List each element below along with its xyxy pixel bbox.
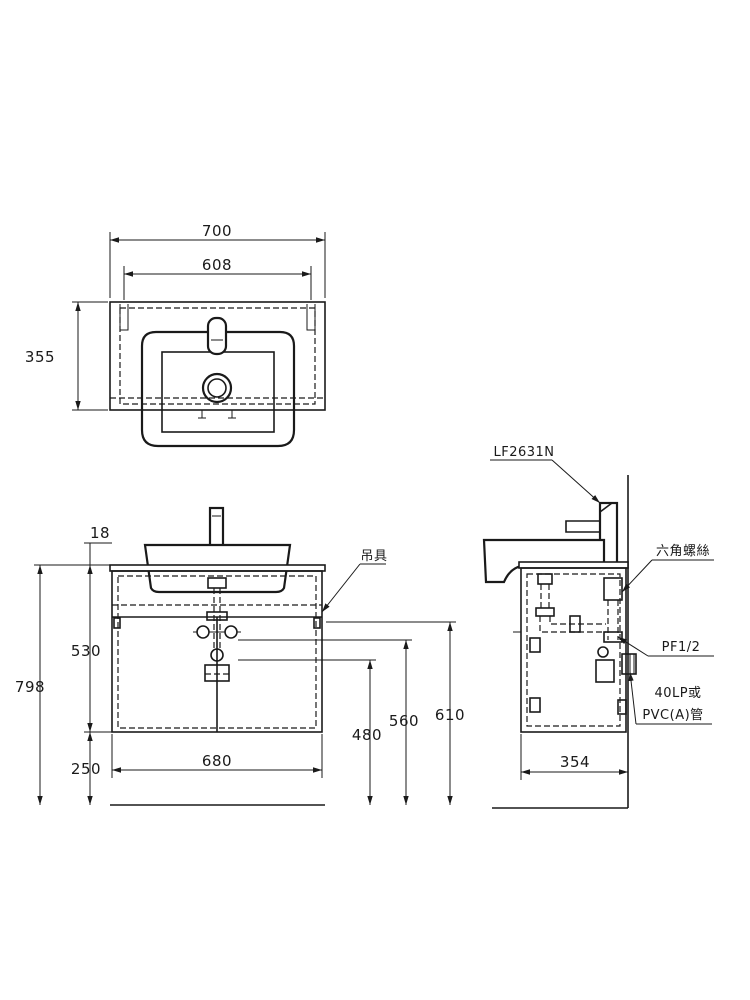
dimension-610: 610 (326, 621, 465, 805)
cabinet-hidden-outline (119, 307, 316, 405)
dimension-530: 530 (71, 565, 112, 733)
dimension-label-798: 798 (15, 678, 45, 696)
top-view: 700 608 355 (25, 222, 326, 448)
counter-front (109, 564, 326, 572)
pipe-thread-callout: PF1/2 (617, 636, 714, 657)
drain-pipe-label-line2: PVC(A)管 (642, 708, 703, 723)
valve-right-icon (224, 625, 238, 639)
basin-bowl (161, 351, 275, 433)
drain-plumbing-side (513, 573, 637, 683)
dimension-label-560: 560 (389, 712, 419, 730)
dimension-label-530: 530 (71, 642, 101, 660)
drain-pipe-label-line1: 40LP或 (654, 686, 701, 701)
faucet-model-label: LF2631N (493, 445, 554, 460)
dimension-label-608: 608 (202, 256, 232, 274)
cabinet-side (520, 567, 627, 733)
dimension-label-610: 610 (435, 706, 465, 724)
dimension-18: 18 (84, 524, 112, 566)
pipe-thread-label: PF1/2 (662, 640, 701, 655)
counter-top-outline (109, 301, 326, 411)
faucet-model-callout: LF2631N (490, 445, 601, 504)
dimension-label-250: 250 (71, 760, 101, 778)
front-view: 18 798 530 250 680 480 (15, 506, 465, 806)
hanger-bracket (313, 617, 321, 629)
drain-inner-icon (207, 378, 227, 398)
dimension-560: 560 (238, 639, 419, 805)
hanger-callout: 吊具 (321, 549, 387, 613)
dimension-label-700: 700 (202, 222, 232, 240)
dimension-label-18: 18 (90, 524, 110, 542)
dimension-label-355: 355 (25, 348, 55, 366)
dimension-label-680: 680 (202, 752, 232, 770)
side-view: LF2631N 六角螺絲 PF1/2 40LP或 PVC(A)管 354 (482, 445, 714, 809)
valve-left-icon (196, 625, 210, 639)
dimension-label-354: 354 (560, 753, 590, 771)
dimension-label-480: 480 (352, 726, 382, 744)
basin-outline (140, 330, 296, 448)
dimension-798: 798 (15, 564, 112, 805)
dimension-680: 680 (111, 734, 323, 778)
hanger-label: 吊具 (360, 549, 387, 564)
dimension-355: 355 (25, 301, 108, 411)
dimension-700: 700 (109, 222, 326, 298)
drain-pipe-callout: 40LP或 PVC(A)管 (628, 671, 712, 725)
dimension-480: 480 (238, 659, 382, 805)
basin-side-view (482, 538, 606, 584)
hex-screw-callout: 六角螺絲 (621, 544, 714, 593)
drain-outer-icon (201, 372, 233, 404)
dimension-354: 354 (520, 734, 628, 780)
dimension-250: 250 (71, 732, 101, 805)
hex-screw-label: 六角螺絲 (656, 544, 710, 559)
faucet-front-view (208, 506, 225, 548)
faucet-top-view (206, 316, 228, 356)
dimension-608: 608 (123, 256, 312, 300)
drain-plumbing-front (193, 577, 241, 682)
